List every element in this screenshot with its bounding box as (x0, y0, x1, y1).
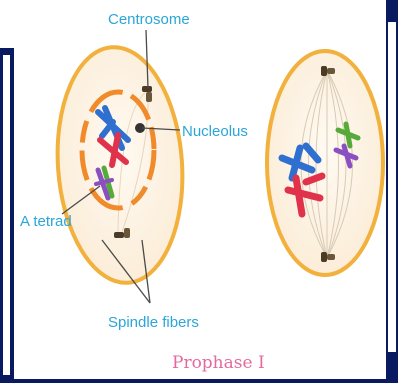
right-cell (267, 51, 383, 275)
tetrad-label: A tetrad (20, 213, 72, 230)
spindle-fibers-label: Spindle fibers (108, 314, 199, 331)
right-frame-inner (388, 22, 396, 352)
bottom-frame-bar (0, 379, 398, 383)
left-frame-inner (3, 55, 10, 375)
nucleolus-label: Nucleolus (182, 123, 248, 140)
left-cell (50, 43, 190, 287)
centrosome-label: Centrosome (108, 11, 190, 28)
right-cell-membrane (267, 51, 383, 275)
phase-title: Prophase I (172, 353, 265, 373)
left-cell-membrane (50, 43, 190, 287)
